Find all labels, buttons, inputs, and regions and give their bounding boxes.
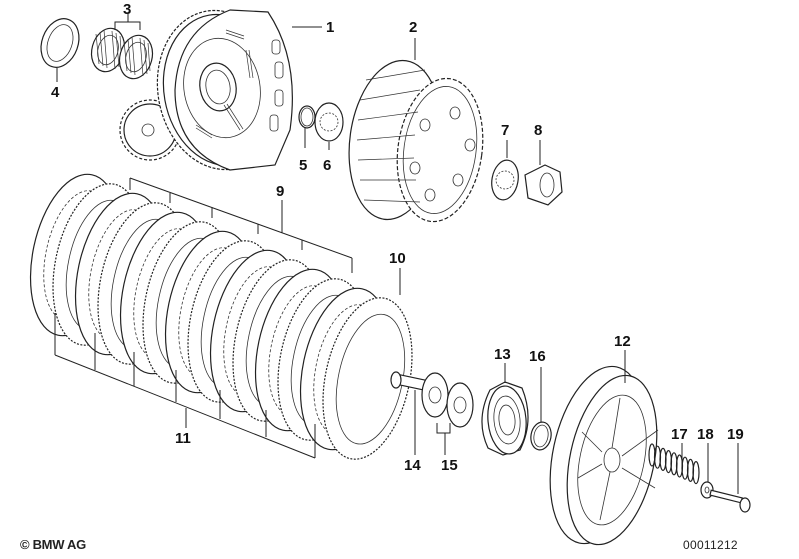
part-3-needle-bearings[interactable] bbox=[87, 25, 157, 83]
callout-15[interactable]: 15 bbox=[441, 457, 458, 474]
callout-17[interactable]: 17 bbox=[671, 426, 688, 443]
callout-5[interactable]: 5 bbox=[299, 157, 307, 174]
callout-2[interactable]: 2 bbox=[409, 19, 417, 36]
spring-coil bbox=[692, 461, 700, 485]
callout-18[interactable]: 18 bbox=[697, 426, 714, 443]
copyright-notice: © BMW AG bbox=[20, 537, 86, 552]
document-number: 00011212 bbox=[683, 538, 738, 552]
callout-14[interactable]: 14 bbox=[404, 457, 421, 474]
callout-4[interactable]: 4 bbox=[51, 84, 60, 101]
part-7-lock-washer[interactable] bbox=[489, 158, 522, 202]
part-13-ball-bearing[interactable] bbox=[481, 381, 529, 456]
part-15-washers[interactable] bbox=[421, 372, 474, 428]
part-16-retaining-ring[interactable] bbox=[529, 420, 554, 451]
callout-7[interactable]: 7 bbox=[501, 122, 509, 139]
callout-8[interactable]: 8 bbox=[534, 122, 542, 139]
part-2-clutch-hub[interactable] bbox=[339, 55, 491, 228]
callout-19[interactable]: 19 bbox=[727, 426, 744, 443]
part-1-clutch-basket[interactable] bbox=[119, 0, 295, 179]
callout-16[interactable]: 16 bbox=[529, 348, 546, 365]
part-5-circlip[interactable] bbox=[298, 105, 316, 129]
callout-6[interactable]: 6 bbox=[323, 157, 331, 174]
callout-13[interactable]: 13 bbox=[494, 346, 511, 363]
callout-11[interactable]: 11 bbox=[175, 430, 191, 447]
part-17-clutch-spring[interactable] bbox=[648, 443, 700, 485]
part-4-thrust-washer[interactable] bbox=[35, 13, 86, 72]
leader-lines bbox=[54, 14, 739, 494]
callout-labels: 1 2 3 4 5 6 7 8 9 10 11 12 13 14 15 16 1… bbox=[51, 1, 744, 474]
callout-9[interactable]: 9 bbox=[276, 183, 284, 200]
callout-10[interactable]: 10 bbox=[389, 250, 406, 267]
part-14-release-pin[interactable] bbox=[390, 371, 429, 391]
part-6-splined-washer[interactable] bbox=[314, 102, 344, 142]
part-12-pressure-plate[interactable] bbox=[535, 358, 671, 553]
part-19-bolt[interactable] bbox=[709, 489, 751, 513]
part-8-hex-nut[interactable] bbox=[524, 164, 563, 206]
callout-3[interactable]: 3 bbox=[123, 1, 131, 18]
callout-1[interactable]: 1 bbox=[326, 19, 334, 36]
callout-12[interactable]: 12 bbox=[614, 333, 631, 350]
